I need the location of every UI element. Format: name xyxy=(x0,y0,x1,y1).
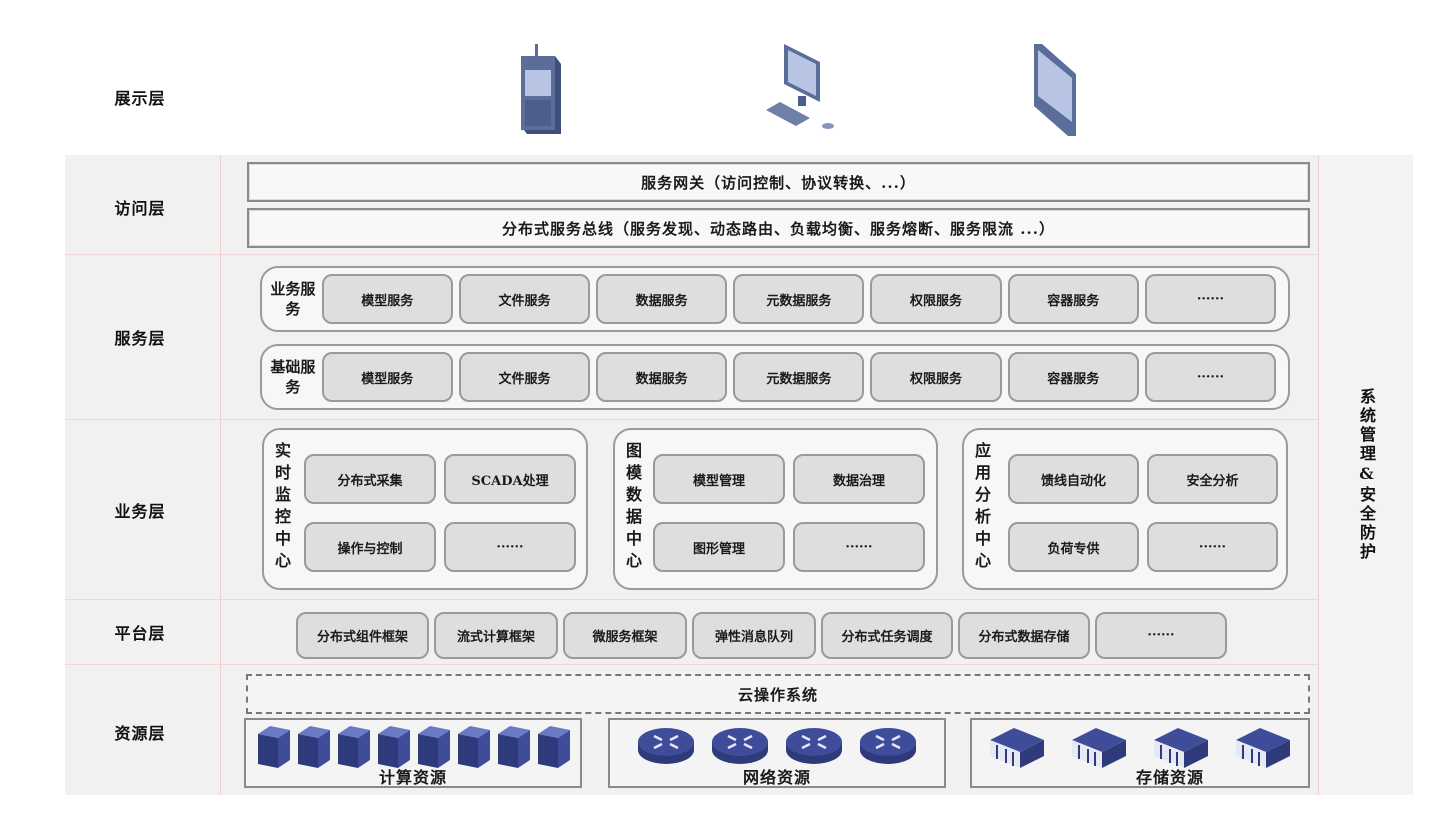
center-items: 模型管理 数据治理 图形管理 ······ xyxy=(653,454,925,572)
server-icon xyxy=(258,726,290,768)
platform-item-more[interactable]: ······ xyxy=(1095,612,1227,659)
service-item[interactable]: 数据服务 xyxy=(596,352,728,402)
storage-array-icon xyxy=(1236,728,1290,768)
platform-item[interactable]: 分布式数据存储 xyxy=(958,612,1090,659)
server-icons xyxy=(246,724,580,770)
layer-label-business: 业务层 xyxy=(114,502,166,521)
server-icon xyxy=(538,726,570,768)
center-item[interactable]: SCADA处理 xyxy=(444,454,576,504)
center-item[interactable]: 模型管理 xyxy=(653,454,785,504)
service-gateway-box[interactable]: 服务网关（访问控制、协议转换、...） xyxy=(247,162,1310,202)
platform-item[interactable]: 分布式组件框架 xyxy=(296,612,429,659)
center-item[interactable]: 馈线自动化 xyxy=(1008,454,1139,504)
compute-resources-box[interactable]: 计算资源 xyxy=(244,718,582,788)
service-item[interactable]: 文件服务 xyxy=(458,352,591,402)
center-item[interactable]: 图形管理 xyxy=(653,522,785,572)
storage-resources-box[interactable]: 存储资源 xyxy=(970,718,1310,788)
cloud-os-text: 云操作系统 xyxy=(737,685,818,704)
server-icon xyxy=(338,726,370,768)
center-items: 分布式采集 SCADA处理 操作与控制 ······ xyxy=(304,454,576,572)
router-icon xyxy=(860,728,916,764)
service-gateway-text: 服务网关（访问控制、协议转换、...） xyxy=(641,173,916,192)
graph-model-data-center: 图模数据中心 模型管理 数据治理 图形管理 ······ xyxy=(613,428,938,590)
router-icons xyxy=(610,724,944,768)
center-item-more[interactable]: ······ xyxy=(1147,522,1278,572)
server-icon xyxy=(458,726,490,768)
service-item[interactable]: 模型服务 xyxy=(321,274,453,324)
center-title: 实时监控中心 xyxy=(274,441,291,570)
service-item-more[interactable]: ······ xyxy=(1144,274,1277,324)
desktop-computer-icon xyxy=(766,44,834,129)
platform-item[interactable]: 分布式任务调度 xyxy=(821,612,953,659)
base-services-title: 基础服务 xyxy=(270,358,316,396)
center-item[interactable]: 安全分析 xyxy=(1147,454,1278,504)
platform-item[interactable]: 流式计算框架 xyxy=(434,612,558,659)
center-title: 应用分析中心 xyxy=(974,441,991,570)
storage-array-icon xyxy=(1154,728,1208,768)
router-icon xyxy=(712,728,768,764)
realtime-monitoring-center: 实时监控中心 分布式采集 SCADA处理 操作与控制 ······ xyxy=(262,428,588,590)
business-services-row: 业务服务 模型服务 文件服务 数据服务 元数据服务 权限服务 容器服务 ····… xyxy=(260,266,1290,332)
router-icon xyxy=(786,728,842,764)
service-item[interactable]: 模型服务 xyxy=(321,352,453,402)
side-label: 系统管理&安全防护 xyxy=(1357,388,1376,562)
server-icon xyxy=(298,726,330,768)
layer-label-resource: 资源层 xyxy=(114,724,166,743)
resource-label: 网络资源 xyxy=(742,768,811,787)
center-items: 馈线自动化 安全分析 负荷专供 ······ xyxy=(1008,454,1278,572)
service-item-more[interactable]: ······ xyxy=(1144,352,1277,402)
service-item[interactable]: 元数据服务 xyxy=(733,274,865,324)
center-title: 图模数据中心 xyxy=(625,441,642,570)
storage-array-icon xyxy=(990,728,1044,768)
handheld-terminal-icon xyxy=(521,44,561,134)
center-item[interactable]: 负荷专供 xyxy=(1008,522,1139,572)
router-icon xyxy=(638,728,694,764)
service-item[interactable]: 权限服务 xyxy=(870,352,1002,402)
label-column-divider xyxy=(220,155,221,795)
service-item[interactable]: 数据服务 xyxy=(596,274,728,324)
storage-array-icon xyxy=(1072,728,1126,768)
server-icon xyxy=(418,726,450,768)
base-services-row: 基础服务 模型服务 文件服务 数据服务 元数据服务 权限服务 容器服务 ····… xyxy=(260,344,1290,410)
center-item[interactable]: 数据治理 xyxy=(793,454,925,504)
layer-label-access: 访问层 xyxy=(114,199,166,218)
network-resources-box[interactable]: 网络资源 xyxy=(608,718,946,788)
service-item[interactable]: 容器服务 xyxy=(1007,352,1139,402)
resource-label: 存储资源 xyxy=(1135,768,1204,787)
platform-items: 分布式组件框架 流式计算框架 微服务框架 弹性消息队列 分布式任务调度 分布式数… xyxy=(296,612,1227,659)
cloud-os-box[interactable]: 云操作系统 xyxy=(246,674,1310,714)
resource-label: 计算资源 xyxy=(378,768,447,787)
server-icon xyxy=(498,726,530,768)
center-item-more[interactable]: ······ xyxy=(793,522,925,572)
storage-icons xyxy=(972,724,1308,770)
service-item[interactable]: 容器服务 xyxy=(1007,274,1139,324)
platform-item[interactable]: 微服务框架 xyxy=(563,612,687,659)
service-item[interactable]: 文件服务 xyxy=(458,274,591,324)
server-icon xyxy=(378,726,410,768)
application-analysis-center: 应用分析中心 馈线自动化 安全分析 负荷专供 ······ xyxy=(962,428,1288,590)
service-bus-text: 分布式服务总线（服务发现、动态路由、负载均衡、服务熔断、服务限流 ...） xyxy=(502,219,1055,238)
business-services-title: 业务服务 xyxy=(270,280,316,318)
layer-label-platform: 平台层 xyxy=(114,624,166,643)
platform-item[interactable]: 弹性消息队列 xyxy=(692,612,816,659)
system-management-security-column: 系统管理&安全防护 xyxy=(1318,155,1413,795)
layer-label-presentation: 展示层 xyxy=(114,89,166,108)
center-item[interactable]: 操作与控制 xyxy=(304,522,436,572)
service-bus-box[interactable]: 分布式服务总线（服务发现、动态路由、负载均衡、服务熔断、服务限流 ...） xyxy=(247,208,1310,248)
center-item-more[interactable]: ······ xyxy=(444,522,576,572)
tablet-icon xyxy=(1034,44,1076,136)
service-item[interactable]: 权限服务 xyxy=(870,274,1002,324)
center-item[interactable]: 分布式采集 xyxy=(304,454,436,504)
service-item[interactable]: 元数据服务 xyxy=(733,352,865,402)
layer-label-service: 服务层 xyxy=(114,329,166,348)
